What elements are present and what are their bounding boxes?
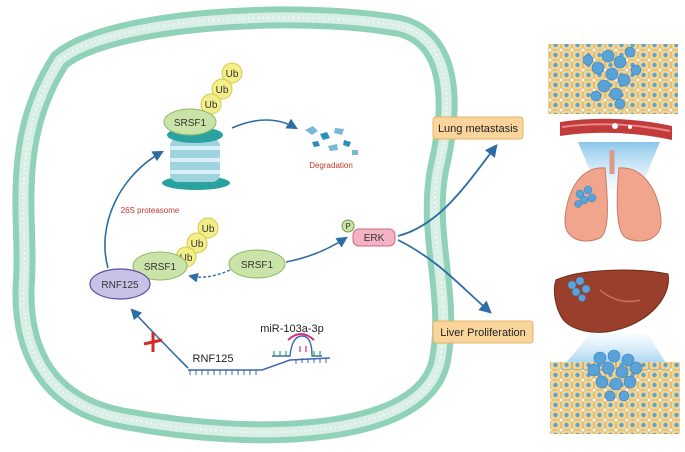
proteasome-icon [162, 127, 230, 190]
activation-arrow [285, 236, 348, 263]
ub-label: Ub [191, 239, 204, 250]
ub-label: Ub [216, 85, 229, 96]
erk-label: ERK [364, 233, 385, 244]
srsf1-label: SRSF1 [174, 118, 207, 129]
mirna-label: miR-103a-3p [260, 323, 324, 335]
srsf1-bound-protein: SRSF1 [132, 251, 188, 281]
lung-tissue-icon [548, 44, 678, 114]
rnf125-protein: RNF125 [89, 268, 151, 300]
ub-label: Ub [202, 224, 215, 235]
proteasome-label: 26S proteasome [121, 206, 180, 215]
srsf1-free-protein: SRSF1 [228, 249, 286, 279]
srsf1-label: SRSF1 [144, 262, 177, 273]
ub-label: Ub [180, 253, 193, 264]
srsf1-label: SRSF1 [241, 260, 274, 271]
cell-membrane [12, 6, 458, 444]
phospho-label: P [345, 222, 350, 231]
ubiquitination-arrow [104, 150, 164, 269]
lung-metastasis-box: Lung metastasis [432, 116, 524, 140]
inhibit-cross-icon [143, 332, 163, 352]
ub-label: Ub [205, 100, 218, 111]
lung-arrow [397, 144, 498, 237]
lungs-icon [564, 150, 662, 242]
blood-vessel-icon [560, 118, 672, 140]
liver-proliferation-box: Liver Proliferation [432, 320, 534, 344]
rnf125-mrna-label: RNF125 [193, 353, 234, 365]
liver-arrow [397, 239, 492, 314]
ubiquitin-chain-top: Ub Ub Ub [200, 62, 243, 115]
liver-proliferation-label: Liver Proliferation [440, 327, 526, 339]
lung-metastasis-label: Lung metastasis [438, 123, 519, 135]
liver-tissue-icon [550, 349, 680, 434]
rnf125-label: RNF125 [101, 280, 139, 291]
liver-icon [553, 269, 669, 333]
srsf1-top-protein: SRSF1 [163, 108, 217, 136]
ub-label: Ub [226, 69, 239, 80]
degradation-fragments-icon [305, 126, 358, 155]
erk-protein: ERK P [341, 219, 396, 247]
mrna-strand-icon [188, 357, 331, 375]
binding-arrow [188, 269, 231, 283]
mirna-hairpin-icon [272, 333, 322, 357]
degradation-arrow [231, 118, 298, 130]
degradation-label: Degradation [309, 161, 353, 170]
